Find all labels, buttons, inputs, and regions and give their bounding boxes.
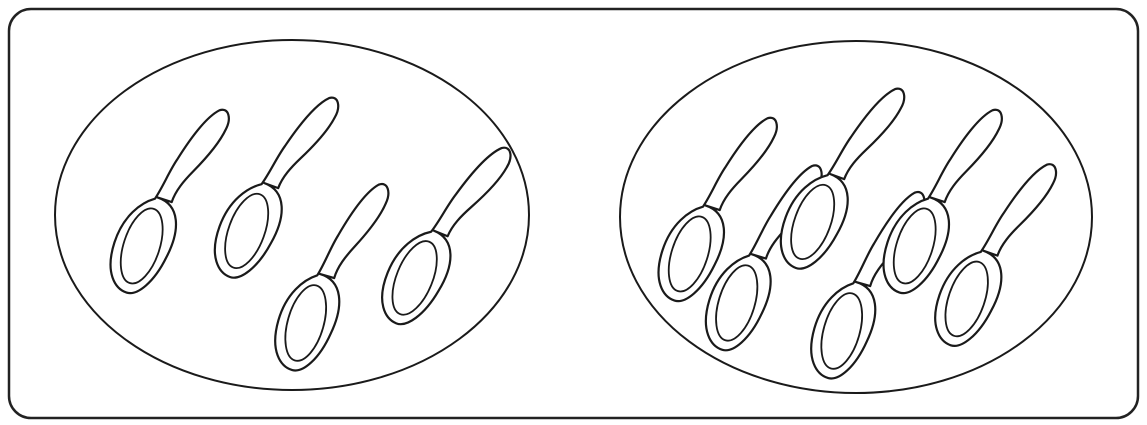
left-group bbox=[55, 40, 529, 390]
right-group bbox=[620, 41, 1092, 393]
